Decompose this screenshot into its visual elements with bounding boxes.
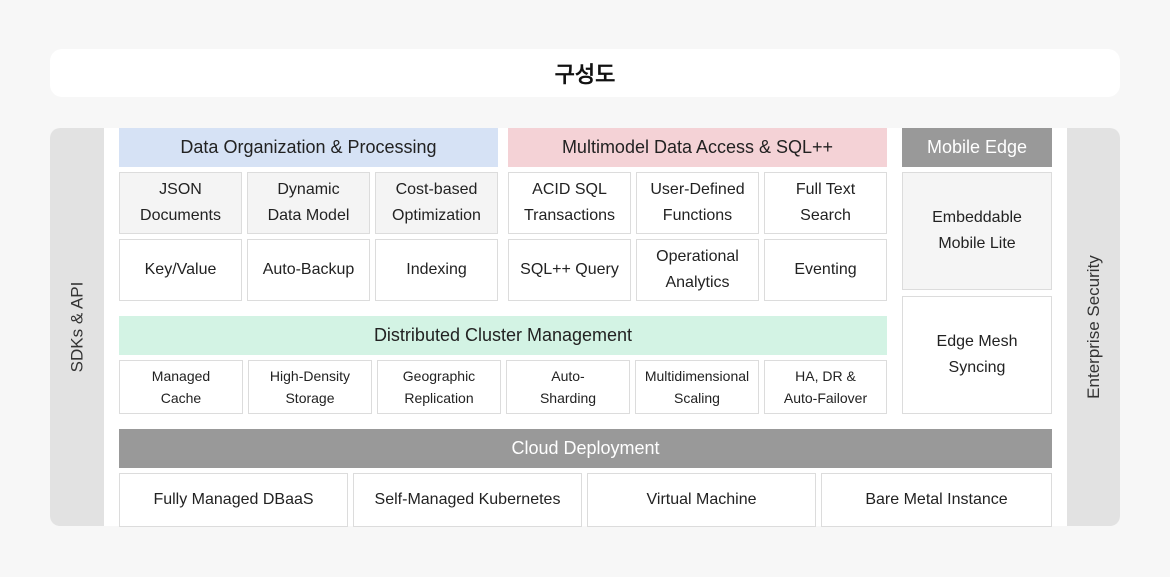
ha-dr-auto-failover-box: HA, DR & Auto-Failover: [764, 360, 887, 414]
embeddable-mobile-lite-box: Embeddable Mobile Lite: [902, 172, 1052, 290]
dynamic-data-model-box: Dynamic Data Model: [247, 172, 370, 234]
user-defined-functions-box: User-Defined Functions: [636, 172, 759, 234]
cluster-management-header: Distributed Cluster Management: [119, 316, 887, 355]
enterprise-security-label: Enterprise Security: [1083, 255, 1103, 399]
bare-metal-instance-box: Bare Metal Instance: [821, 473, 1052, 527]
cloud-deployment-header: Cloud Deployment: [119, 429, 1052, 468]
multidimensional-scaling-box: Multidimensional Scaling: [635, 360, 759, 414]
edge-mesh-syncing-box: Edge Mesh Syncing: [902, 296, 1052, 414]
sql-query-box: SQL++ Query: [508, 239, 631, 301]
cost-based-optimization-box: Cost-based Optimization: [375, 172, 498, 234]
sdks-api-sidebar: SDKs & API: [50, 128, 104, 526]
acid-sql-transactions-box: ACID SQL Transactions: [508, 172, 631, 234]
indexing-box: Indexing: [375, 239, 498, 301]
auto-backup-box: Auto-Backup: [247, 239, 370, 301]
full-text-search-box: Full Text Search: [764, 172, 887, 234]
operational-analytics-box: Operational Analytics: [636, 239, 759, 301]
sdks-api-label: SDKs & API: [67, 281, 87, 373]
enterprise-security-sidebar: Enterprise Security: [1067, 128, 1120, 526]
mobile-edge-header: Mobile Edge: [902, 128, 1052, 167]
geographic-replication-box: Geographic Replication: [377, 360, 501, 414]
data-organization-header: Data Organization & Processing: [119, 128, 498, 167]
page-title: 구성도: [50, 49, 1120, 97]
self-managed-kubernetes-box: Self-Managed Kubernetes: [353, 473, 582, 527]
eventing-box: Eventing: [764, 239, 887, 301]
fully-managed-dbaas-box: Fully Managed DBaaS: [119, 473, 348, 527]
key-value-box: Key/Value: [119, 239, 242, 301]
high-density-storage-box: High-Density Storage: [248, 360, 372, 414]
json-documents-box: JSON Documents: [119, 172, 242, 234]
managed-cache-box: Managed Cache: [119, 360, 243, 414]
auto-sharding-box: Auto- Sharding: [506, 360, 630, 414]
multimodel-header: Multimodel Data Access & SQL++: [508, 128, 887, 167]
virtual-machine-box: Virtual Machine: [587, 473, 816, 527]
